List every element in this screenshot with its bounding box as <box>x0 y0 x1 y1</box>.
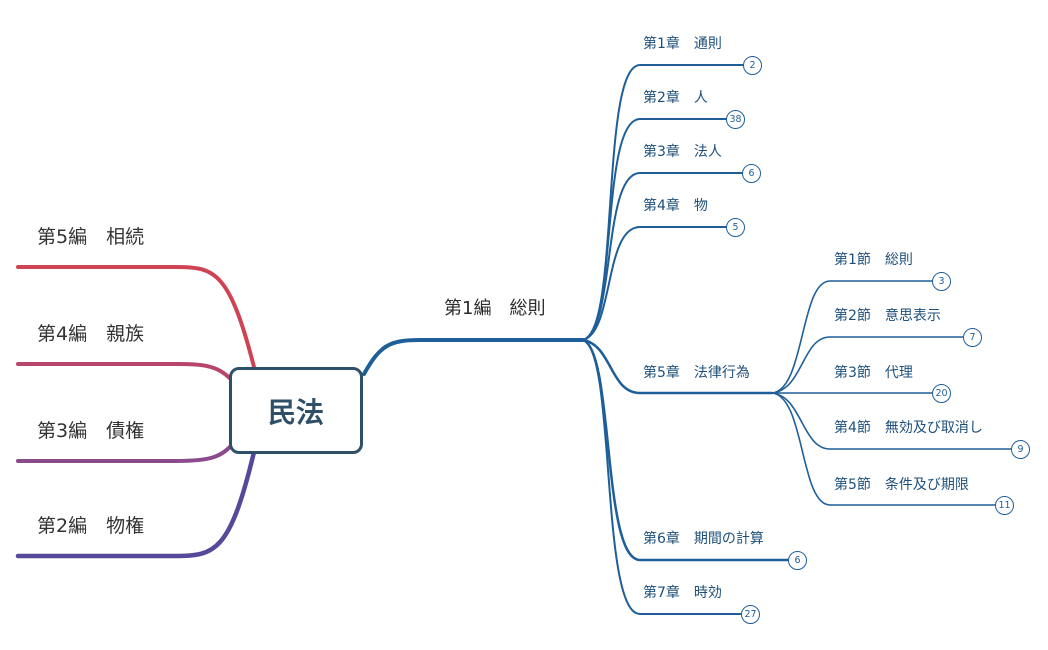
branch-label-general-provisions[interactable]: 第1編 総則 <box>444 298 546 319</box>
chapter-connectors <box>581 64 791 615</box>
chapter-label-6[interactable]: 第6章 期間の計算 <box>643 531 764 547</box>
branch-connector-5 <box>16 265 258 377</box>
branch-label-obligations[interactable]: 第3編 債権 <box>37 420 145 442</box>
chapter-label-4[interactable]: 第4章 物 <box>643 198 708 214</box>
branch-label-inheritance[interactable]: 第5編 相続 <box>37 226 145 248</box>
chapter-count-badge-4: 5 <box>726 218 745 237</box>
chapter-label-1[interactable]: 第1章 通則 <box>643 36 722 52</box>
chapter-count-badge-1: 2 <box>743 56 762 75</box>
central-topic[interactable]: 民法 <box>229 367 363 454</box>
section-count-badge-5: 11 <box>995 496 1014 515</box>
section-label-2[interactable]: 第2節 意思表示 <box>834 308 941 324</box>
branch-connector-1 <box>362 338 585 376</box>
branch-connector-3 <box>16 438 238 463</box>
central-topic-label: 民法 <box>267 395 324 429</box>
chapter-label-7[interactable]: 第7章 時効 <box>643 585 722 601</box>
branch-label-family[interactable]: 第4編 親族 <box>37 323 145 345</box>
branch-connector-4 <box>16 362 242 392</box>
section-count-badge-1: 3 <box>932 272 951 291</box>
chapter-count-badge-3: 6 <box>742 164 761 183</box>
chapter-label-2[interactable]: 第2章 人 <box>643 90 708 106</box>
section-label-1[interactable]: 第1節 総則 <box>834 252 913 268</box>
chapter-count-badge-7: 27 <box>741 605 760 624</box>
section-connectors <box>771 280 1013 506</box>
section-label-4[interactable]: 第4節 無効及び取消し <box>834 420 983 436</box>
section-count-badge-4: 9 <box>1011 440 1030 459</box>
chapter-label-5[interactable]: 第5章 法律行為 <box>643 365 750 381</box>
section-count-badge-3: 20 <box>932 384 951 403</box>
chapter-label-3[interactable]: 第3章 法人 <box>643 144 722 160</box>
section-count-badge-2: 7 <box>963 328 982 347</box>
chapter-count-badge-2: 38 <box>726 110 745 129</box>
chapter-count-badge-6: 6 <box>788 551 807 570</box>
branch-connector-2 <box>15 449 257 559</box>
section-label-5[interactable]: 第5節 条件及び期限 <box>834 477 969 493</box>
section-label-3[interactable]: 第3節 代理 <box>834 365 913 381</box>
branch-label-property-rights[interactable]: 第2編 物権 <box>37 515 145 537</box>
